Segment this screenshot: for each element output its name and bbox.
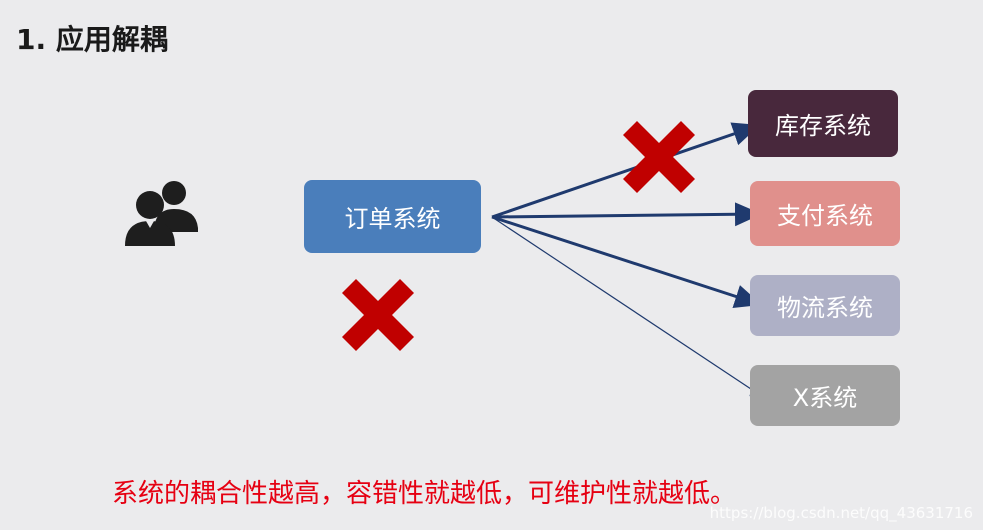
x-system-box: X系统 [750,365,900,426]
arrow-to-payment [491,202,762,227]
order-system-box: 订单系统 [304,180,481,253]
payment-system-label: 支付系统 [777,202,873,230]
users-icon [125,181,198,246]
conclusion-text: 系统的耦合性越高，容错性就越低，可维护性就越低。 [112,479,737,509]
order-system-label: 订单系统 [344,205,441,233]
stock-system-box: 库存系统 [748,90,898,157]
payment-system-box: 支付系统 [750,181,900,246]
logistics-system-label: 物流系统 [777,294,873,322]
logistics-system-box: 物流系统 [750,275,900,336]
stock-system-label: 库存系统 [775,112,871,140]
cross-icon [623,121,695,193]
arrow-to-stock [491,122,760,219]
arrow-to-logistics [491,215,762,308]
arrow-to-x [491,216,765,398]
watermark: https://blog.csdn.net/qq_43631716 [709,504,973,522]
page-title: 1. 应用解耦 [16,23,168,56]
x-system-label: X系统 [792,384,858,412]
cross-icon [342,279,414,351]
